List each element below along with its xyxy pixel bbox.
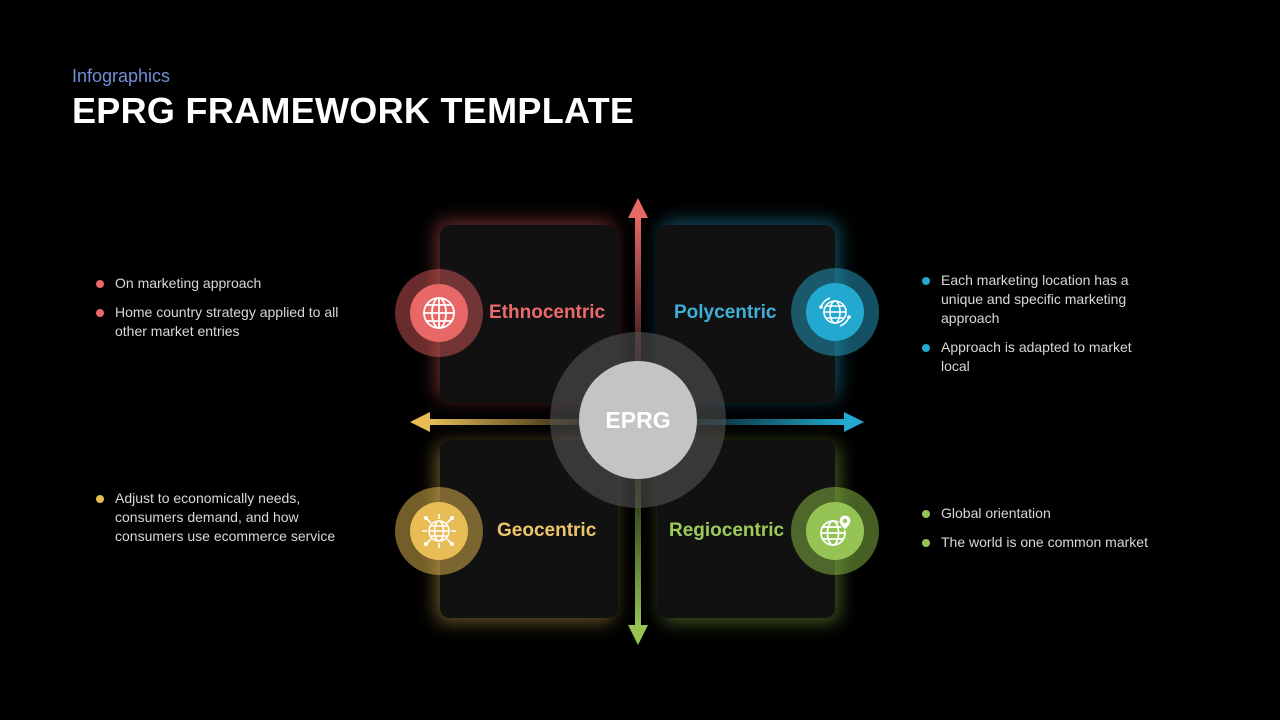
arrow-down: [628, 475, 648, 645]
arrow-left: [410, 412, 588, 432]
bullet-text: On marketing approach: [115, 275, 262, 291]
subtitle: Infographics: [72, 66, 171, 86]
polycentric-label: Polycentric: [674, 302, 777, 323]
globe-network-icon: [819, 297, 851, 327]
globe-connections-icon: [422, 514, 456, 548]
ethnocentric-icon-circle: [410, 284, 468, 342]
bullet-dot: [922, 510, 930, 518]
bullet-dot: [96, 495, 104, 503]
bullet-text: The world is one common market: [941, 534, 1148, 550]
page-title: EPRG FRAMEWORK TEMPLATE: [72, 90, 635, 131]
bullet-text: Home country strategy applied to all oth…: [115, 304, 339, 339]
ethnocentric-bullets: On marketing approach Home country strat…: [95, 274, 345, 351]
list-item: On marketing approach: [95, 274, 345, 293]
bullet-dot: [96, 309, 104, 317]
polycentric-bullets: Each marketing location has a unique and…: [921, 271, 1151, 386]
bullet-text: Approach is adapted to market local: [941, 339, 1132, 374]
center-label: EPRG: [579, 361, 697, 479]
bullet-dot: [922, 344, 930, 352]
ethnocentric-label: Ethnocentric: [489, 302, 606, 323]
list-item: Global orientation: [921, 504, 1181, 523]
regiocentric-bullets: Global orientation The world is one comm…: [921, 504, 1181, 562]
geocentric-badge: [395, 487, 483, 575]
list-item: Approach is adapted to market local: [921, 338, 1151, 376]
regiocentric-badge: [791, 487, 879, 575]
arrow-up: [628, 198, 648, 365]
geocentric-bullets: Adjust to economically needs, consumers …: [95, 489, 355, 556]
geocentric-label: Geocentric: [497, 520, 597, 541]
polycentric-icon-circle: [806, 283, 864, 341]
bullet-dot: [922, 539, 930, 547]
list-item: Each marketing location has a unique and…: [921, 271, 1151, 328]
ethnocentric-badge: [395, 269, 483, 357]
bullet-dot: [922, 277, 930, 285]
geocentric-icon-circle: [410, 502, 468, 560]
globe-location-icon: [820, 514, 852, 546]
bullet-text: Global orientation: [941, 505, 1051, 521]
regiocentric-label: Regiocentric: [669, 520, 785, 541]
list-item: Home country strategy applied to all oth…: [95, 303, 345, 341]
list-item: The world is one common market: [921, 533, 1181, 552]
regiocentric-icon-circle: [806, 502, 864, 560]
globe-icon: [423, 297, 455, 329]
bullet-text: Adjust to economically needs, consumers …: [115, 490, 336, 544]
polycentric-badge: [791, 268, 879, 356]
arrow-right: [688, 412, 864, 432]
bullet-text: Each marketing location has a unique and…: [941, 272, 1129, 326]
list-item: Adjust to economically needs, consumers …: [95, 489, 355, 546]
bullet-dot: [96, 280, 104, 288]
